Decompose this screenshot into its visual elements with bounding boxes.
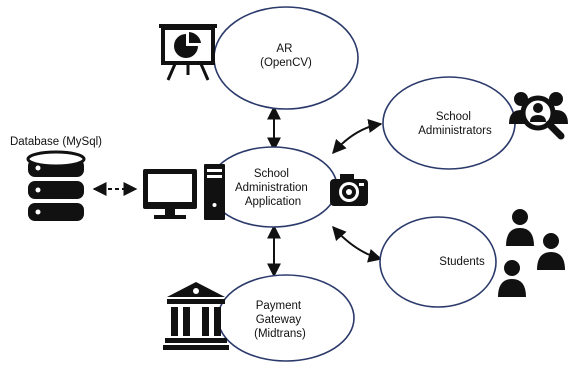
presentation-icon: [159, 24, 217, 81]
admins-node: [382, 76, 516, 170]
bank-icon: [163, 282, 229, 350]
camera-icon: [330, 174, 368, 206]
admin-search-icon: [509, 92, 568, 140]
students-icon: [498, 209, 565, 297]
computer-icon: [143, 164, 225, 220]
database-icon: [26, 150, 86, 221]
database-label: Database (MySql): [10, 136, 102, 148]
app-label: School Administration Application: [235, 168, 311, 208]
app-students-connector: [332, 225, 383, 263]
app-admins-connector: [332, 119, 383, 155]
students-label: Students: [439, 256, 485, 268]
payment-label: Payment Gateway (Midtrans): [254, 300, 306, 340]
students-node: [379, 216, 497, 308]
ar-label: AR (OpenCV): [260, 43, 312, 69]
admins-label: School Administrators: [418, 111, 492, 137]
